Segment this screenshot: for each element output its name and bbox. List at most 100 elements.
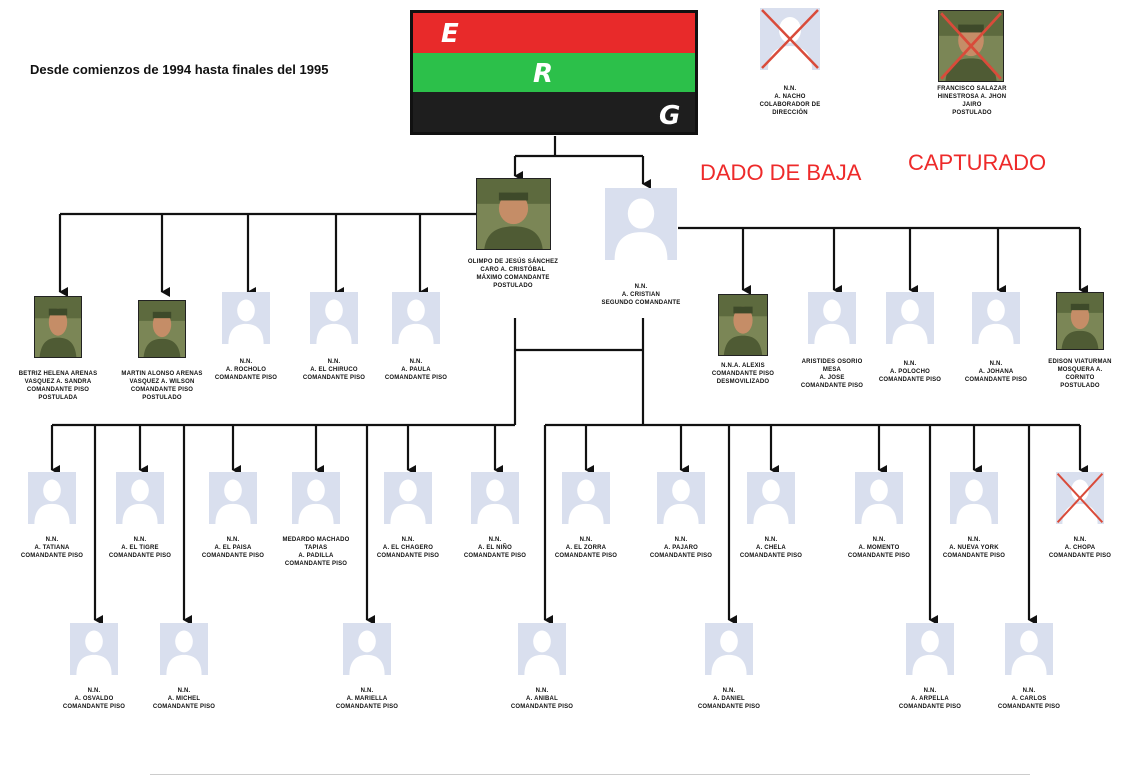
level3-photo-11 [1056,472,1104,524]
level2_left-photo-4 [392,292,440,344]
person-photo-icon [35,297,81,357]
level2_right-photo-1 [808,292,856,344]
level3-photo-4 [384,472,432,524]
person-silhouette-icon [471,472,519,524]
level4-photo-2 [343,623,391,675]
person-silhouette-icon [116,472,164,524]
flag-band-black [413,92,695,132]
commanders-photo-1 [605,188,677,260]
person-silhouette-icon [605,188,677,260]
person-silhouette-icon [310,292,358,344]
person-silhouette-icon [209,472,257,524]
level4-photo-6 [1005,623,1053,675]
commanders-label-1: N.N. A. CRISTIAN SEGUNDO COMANDANTE [601,284,681,306]
person-silhouette-icon [705,623,753,675]
person-silhouette-icon [562,472,610,524]
top_side-photo-1 [938,10,1004,82]
commanders-photo-0 [476,178,551,250]
person-silhouette-icon [392,292,440,344]
status-killed: DADO DE BAJA [700,160,862,185]
level3-label-2: N.N. A. EL PAISA COMANDANTE PISO [201,537,265,559]
cross-mark-icon [1056,472,1104,524]
level4-photo-0 [70,623,118,675]
level3-photo-8 [747,472,795,524]
level4-photo-1 [160,623,208,675]
level3-label-11: N.N. A. CHOPA COMANDANTE PISO [1048,537,1112,559]
level4-label-5: N.N. A. ARPELLA COMANDANTE PISO [898,688,962,710]
flag-letter-r: R [533,59,554,89]
person-silhouette-icon [160,623,208,675]
erg-flag: E R G [410,10,698,135]
level2_right-label-1: ARISTIDES OSORIO MESA A. JOSE COMANDANTE… [800,359,864,389]
level2_left-label-4: N.N. A. PAULA COMANDANTE PISO [384,359,448,381]
level3-label-5: N.N. A. EL NIÑO COMANDANTE PISO [463,537,527,559]
level3-label-3: MEDARDO MACHADO TAPIAS A. PADILLA COMAND… [282,537,350,567]
level2_left-label-2: N.N. A. ROCHOLO COMANDANTE PISO [214,359,278,381]
person-silhouette-icon [343,623,391,675]
level2_right-photo-3 [972,292,1020,344]
level3-photo-6 [562,472,610,524]
level3-label-10: N.N. A. NUEVA YORK COMANDANTE PISO [942,537,1006,559]
person-silhouette-icon [855,472,903,524]
level4-label-4: N.N. A. DANIEL COMANDANTE PISO [697,688,761,710]
level2_left-photo-1 [138,300,186,358]
level4-label-6: N.N. A. CARLOS COMANDANTE PISO [997,688,1061,710]
person-silhouette-icon [518,623,566,675]
level2_right-label-0: N.N.A. ALEXIS COMANDANTE PISO DESMOVILIZ… [711,363,775,385]
level3-photo-10 [950,472,998,524]
person-silhouette-icon [222,292,270,344]
level3-label-0: N.N. A. TATIANA COMANDANTE PISO [20,537,84,559]
level3-label-4: N.N. A. EL CHAGERO COMANDANTE PISO [376,537,440,559]
level2_right-photo-4 [1056,292,1104,350]
level2_right-photo-2 [886,292,934,344]
person-silhouette-icon [808,292,856,344]
status-captured: CAPTURADO [908,150,1047,175]
level3-photo-7 [657,472,705,524]
level3-photo-2 [209,472,257,524]
flag-band-red [413,13,695,53]
level2_right-label-3: N.N. A. JOHANA COMANDANTE PISO [964,361,1028,383]
level4-photo-3 [518,623,566,675]
flag-letter-g: G [659,101,681,131]
flag-letter-e: E [441,19,459,49]
person-photo-icon [139,301,185,357]
level2_right-label-4: EDISON VIATURMAN MOSQUERA A. CORNITO POS… [1048,359,1112,389]
person-silhouette-icon [972,292,1020,344]
person-silhouette-icon [747,472,795,524]
level4-label-2: N.N. A. MARIELLA COMANDANTE PISO [335,688,399,710]
level4-label-0: N.N. A. OSVALDO COMANDANTE PISO [62,688,126,710]
flag-band-green [413,52,695,93]
level3-photo-0 [28,472,76,524]
level3-photo-1 [116,472,164,524]
person-silhouette-icon [886,292,934,344]
level2_right-photo-0 [718,294,768,356]
level3-photo-3 [292,472,340,524]
level4-label-3: N.N. A. ANIBAL COMANDANTE PISO [510,688,574,710]
level2_left-label-3: N.N. A. EL CHIRUCO COMANDANTE PISO [302,359,366,381]
cross-mark-icon [940,12,1002,80]
level3-label-6: N.N. A. EL ZORRA COMANDANTE PISO [554,537,618,559]
person-photo-icon [477,179,550,249]
level3-photo-5 [471,472,519,524]
person-silhouette-icon [657,472,705,524]
level4-photo-5 [906,623,954,675]
person-silhouette-icon [950,472,998,524]
person-photo-icon [1057,293,1103,349]
top_side-label-0: N.N. A. NACHO COLABORADOR DE DIRECCIÓN [759,86,821,116]
person-silhouette-icon [70,623,118,675]
person-silhouette-icon [384,472,432,524]
cross-mark-icon [761,9,819,69]
level3-photo-9 [855,472,903,524]
level3-label-8: N.N. A. CHELA COMANDANTE PISO [739,537,803,559]
period-caption: Desde comienzos de 1994 hasta finales de… [30,62,329,77]
level2_right-label-2: N.N. A. POLOCHO COMANDANTE PISO [878,361,942,383]
person-silhouette-icon [906,623,954,675]
top_side-label-1: FRANCISCO SALAZAR HINESTROSA A. JHON JAI… [937,86,1007,116]
top_side-photo-0 [760,8,820,70]
level4-label-1: N.N. A. MICHEL COMANDANTE PISO [152,688,216,710]
level3-label-1: N.N. A. EL TIGRE COMANDANTE PISO [108,537,172,559]
bottom-divider [150,774,1030,775]
level2_left-photo-3 [310,292,358,344]
